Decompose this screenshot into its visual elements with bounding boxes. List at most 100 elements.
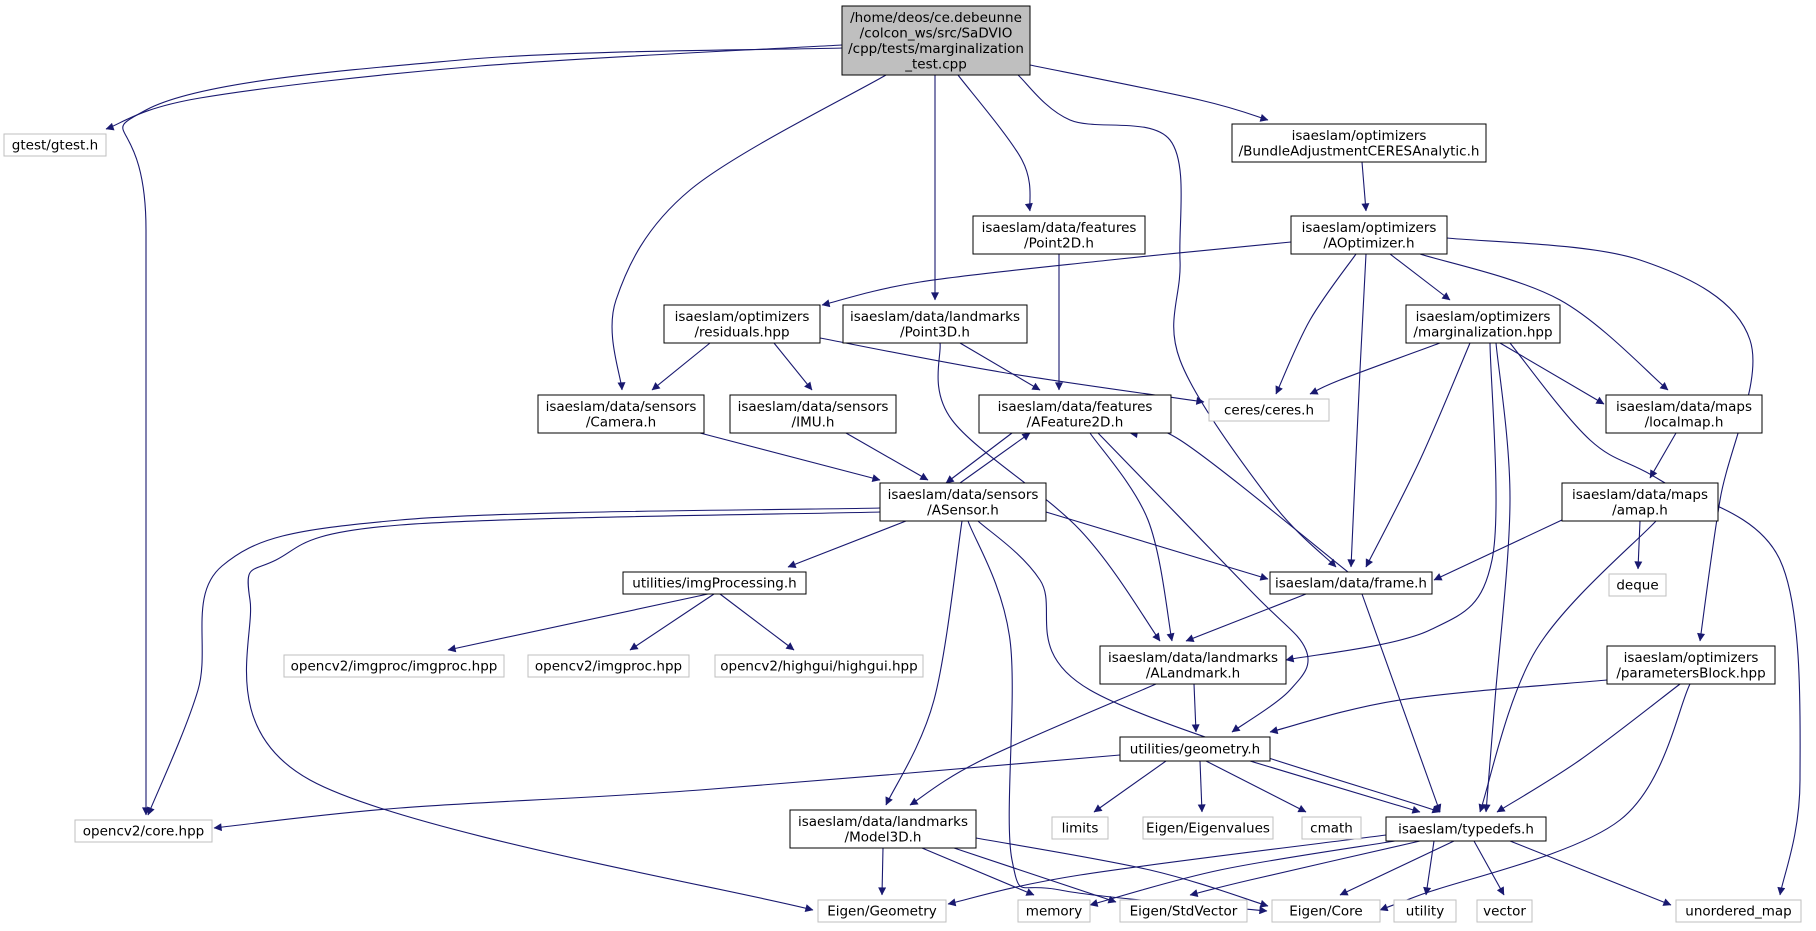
node-label-line: Eigen/Eigenvalues: [1146, 821, 1270, 837]
edge-path: [719, 593, 795, 651]
node-box: [1606, 645, 1776, 685]
node-asensor[interactable]: isaeslam/data/sensors/ASensor.h: [879, 482, 1047, 522]
edge-path: [1285, 342, 1497, 663]
edge-path: [821, 241, 1292, 308]
node-label-line: /IMU.h: [792, 414, 835, 430]
edge-aopt-to-residuals: [821, 241, 1292, 308]
edge-model3d-to-core: [975, 837, 1269, 908]
node-label-line: isaeslam/data/sensors: [888, 487, 1039, 503]
edge-asensor-to-frame: [1045, 511, 1269, 581]
edge-typedefs-to-utility: [1423, 840, 1435, 896]
edge-path: [947, 834, 1387, 907]
edge-path: [611, 74, 887, 391]
edge-path: [975, 837, 1269, 908]
edge-aopt-to-localmap: [1419, 253, 1669, 391]
edge-marg-to-umap: [1509, 342, 1801, 896]
edge-marg-to-localmap: [1499, 342, 1605, 405]
edge-params-to-geometry: [1269, 679, 1608, 735]
node-geometry[interactable]: utilities/geometry.h: [1119, 736, 1271, 762]
node-stdvector: Eigen/StdVector: [1119, 899, 1248, 923]
node-typedefs[interactable]: isaeslam/typedefs.h: [1385, 816, 1547, 842]
node-label-line: isaeslam/optimizers: [1624, 650, 1759, 666]
edge-amap-to-frame: [1433, 519, 1563, 581]
node-model3d[interactable]: isaeslam/data/landmarks/Model3D.h: [789, 809, 977, 849]
node-localmap[interactable]: isaeslam/data/maps/localmap.h: [1605, 394, 1763, 434]
node-label-line: isaeslam/data/landmarks: [850, 309, 1020, 325]
node-box: [817, 899, 947, 923]
edges-layer: [105, 44, 1801, 915]
node-label-line: vector: [1483, 904, 1526, 920]
node-label-line: utility: [1406, 904, 1444, 920]
node-point3d[interactable]: isaeslam/data/landmarks/Point3D.h: [842, 304, 1028, 344]
node-cmath: cmath: [1301, 816, 1362, 840]
edge-path: [1017, 74, 1337, 568]
node-residuals[interactable]: isaeslam/optimizers/residuals.hpp: [663, 304, 821, 344]
edge-amap-to-deque: [1634, 520, 1643, 570]
edge-frame-to-alandmark: [1185, 593, 1307, 642]
node-label-line: opencv2/highgui/highgui.hpp: [720, 659, 917, 675]
edge-path: [1634, 520, 1643, 570]
edge-typedefs-to-geometryE: [947, 834, 1387, 907]
edge-typedefs-to-memory: [1089, 840, 1396, 907]
node-label-line: /ASensor.h: [927, 502, 999, 518]
node-frame[interactable]: isaeslam/data/frame.h: [1269, 571, 1433, 595]
node-label-line: Eigen/Core: [1289, 904, 1363, 920]
node-label-line: /cpp/tests/marginalization: [848, 41, 1024, 57]
node-box: [663, 304, 821, 344]
node-params[interactable]: isaeslam/optimizers/parametersBlock.hpp: [1606, 645, 1776, 685]
node-box: [879, 482, 1047, 522]
node-label-line: isaeslam/typedefs.h: [1398, 822, 1534, 838]
node-box: [3, 133, 107, 157]
edge-aopt-to-ceres: [1275, 253, 1357, 395]
edge-path: [1365, 342, 1471, 568]
edge-aopt-to-frame: [1347, 253, 1367, 568]
edge-path: [1389, 253, 1451, 301]
edge-path: [819, 337, 1205, 405]
edge-path: [1097, 432, 1309, 733]
node-marg[interactable]: isaeslam/optimizers/marginalization.hpp: [1405, 304, 1561, 344]
node-afeature[interactable]: isaeslam/data/features/AFeature2D.h: [978, 394, 1172, 434]
node-box: [972, 215, 1146, 255]
node-box: [1393, 899, 1457, 923]
node-main[interactable]: /home/deos/ce.debeunne/colcon_ws/src/SaD…: [841, 5, 1031, 76]
node-label-line: /localmap.h: [1645, 414, 1724, 430]
node-label-line: isaeslam/data/maps: [1616, 399, 1752, 415]
node-amap[interactable]: isaeslam/data/maps/amap.h: [1561, 482, 1719, 522]
node-box: [1051, 816, 1109, 840]
node-alandmark[interactable]: isaeslam/data/landmarks/ALandmark.h: [1099, 645, 1287, 685]
node-imgproc[interactable]: utilities/imgProcessing.h: [622, 571, 807, 595]
edge-imu-to-asensor: [845, 432, 929, 481]
edge-marg-to-typedefs: [1482, 342, 1511, 813]
node-box: [1561, 482, 1719, 522]
node-label-line: Eigen/StdVector: [1130, 904, 1238, 920]
node-label-line: utilities/imgProcessing.h: [632, 576, 796, 592]
edge-path: [1191, 683, 1200, 733]
node-label-line: unordered_map: [1685, 904, 1791, 920]
node-camera[interactable]: isaeslam/data/sensors/Camera.h: [537, 394, 705, 434]
node-ba[interactable]: isaeslam/optimizers/BundleAdjustmentCERE…: [1231, 123, 1487, 163]
edge-asensor-to-cvcore: [147, 507, 881, 816]
edge-path: [937, 342, 1161, 642]
edge-path: [1419, 253, 1669, 391]
edge-aopt-to-marg: [1389, 253, 1451, 301]
edge-imgproc-to-cvimgproc2: [629, 593, 715, 651]
edge-path: [1433, 519, 1563, 581]
edge-path: [1045, 511, 1269, 581]
node-label-line: _test.cpp: [904, 56, 967, 72]
edge-path: [1509, 342, 1801, 896]
node-box: [1301, 816, 1362, 840]
node-aopt[interactable]: isaeslam/optimizers/AOptimizer.h: [1290, 215, 1448, 255]
node-imu[interactable]: isaeslam/data/sensors/IMU.h: [729, 394, 897, 434]
edge-path: [959, 432, 1031, 484]
node-label-line: isaeslam/optimizers: [675, 309, 810, 325]
edge-path: [1249, 760, 1421, 814]
edge-path: [1478, 520, 1657, 813]
node-point2d[interactable]: isaeslam/data/features/Point2D.h: [972, 215, 1146, 255]
edge-path: [959, 342, 1041, 391]
edge-path: [878, 847, 887, 896]
node-label-line: isaeslam/data/maps: [1572, 487, 1708, 503]
node-box: [1476, 899, 1533, 923]
edge-path: [845, 432, 929, 481]
edge-afeature-to-geometry: [1097, 432, 1309, 733]
